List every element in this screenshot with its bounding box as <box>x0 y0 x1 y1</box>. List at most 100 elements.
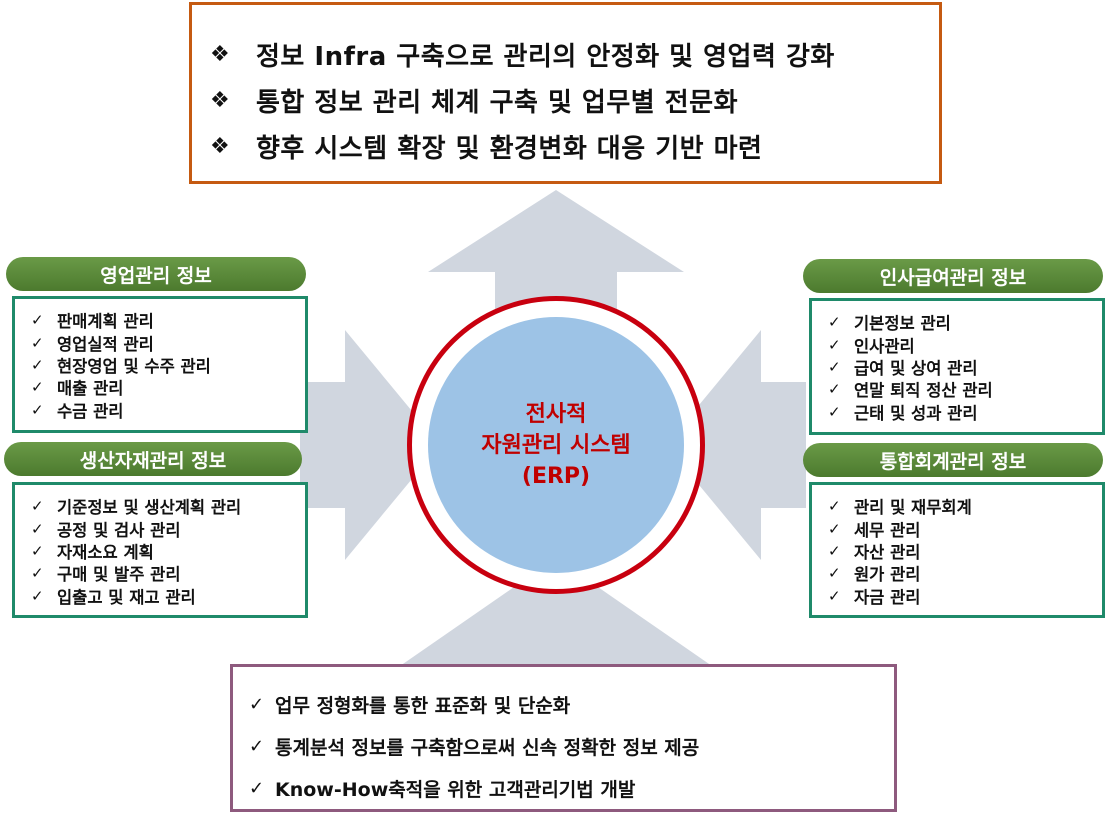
check-icon: ✓ <box>249 777 265 799</box>
item-text: 구매 및 발주 관리 <box>57 565 181 585</box>
item-text: 기준정보 및 생산계획 관리 <box>57 498 242 518</box>
hr-box: ✓기본정보 관리 ✓인사관리 ✓급여 및 상여 관리 ✓연말 퇴직 정산 관리 … <box>809 298 1105 435</box>
arrow-left-to-center <box>300 330 440 560</box>
item-text: 현장영업 및 수주 관리 <box>57 356 211 376</box>
check-icon: ✓ <box>31 333 44 352</box>
item-text: 관리 및 재무회계 <box>854 498 972 518</box>
list-item: ✓ 영업실적 관리 <box>31 331 305 354</box>
check-icon: ✓ <box>31 519 44 538</box>
check-icon: ✓ <box>31 311 44 330</box>
check-icon: ✓ <box>31 400 44 419</box>
benefit-text: 업무 정형화를 통한 표준화 및 단순화 <box>275 694 571 717</box>
diamond-bullet-icon: ❖ <box>210 133 231 159</box>
benefit-item: ✓ 업무 정형화를 통한 표준화 및 단순화 <box>249 683 894 725</box>
list-item: ✓ 판매계획 관리 <box>31 309 305 331</box>
erp-title-line1: 전사적 <box>525 401 587 427</box>
list-item: ✓ 인사관리 <box>828 333 1102 356</box>
goal-text: 통합 정보 관리 체계 구축 및 업무별 전문화 <box>256 87 739 118</box>
erp-circle: 전사적 자원관리 시스템 (ERP) <box>428 317 684 573</box>
item-text: 수금 관리 <box>57 401 124 421</box>
item-text: 자재소요 계획 <box>57 542 154 562</box>
hr-title: 인사급여관리 정보 <box>879 266 1027 289</box>
check-icon: ✓ <box>828 519 841 538</box>
check-icon: ✓ <box>249 735 265 757</box>
check-icon: ✓ <box>31 378 44 397</box>
goal-item: ❖ 정보 Infra 구축으로 관리의 안정화 및 영업력 강화 <box>210 31 939 77</box>
item-text: 영업실적 관리 <box>57 334 154 354</box>
check-icon: ✓ <box>828 497 841 516</box>
check-icon: ✓ <box>31 355 44 374</box>
erp-title-line2: 자원관리 시스템 <box>481 432 631 458</box>
list-item: ✓ 기준정보 및 생산계획 관리 <box>31 495 305 517</box>
sales-title: 영업관리 정보 <box>100 264 212 287</box>
item-text: 세무 관리 <box>854 520 921 540</box>
benefit-item: ✓ 통계분석 정보를 구축함으로써 신속 정확한 정보 제공 <box>249 725 894 767</box>
list-item: ✓ 매출 관리 <box>31 376 305 398</box>
benefit-item: ✓ Know-How축적을 위한 고객관리기법 개발 <box>249 767 894 809</box>
item-text: 자산 관리 <box>854 542 921 562</box>
item-text: 인사관리 <box>854 336 915 356</box>
check-icon: ✓ <box>249 693 265 715</box>
benefit-text: Know-How축적을 위한 고객관리기법 개발 <box>275 778 636 801</box>
benefits-box: ✓ 업무 정형화를 통한 표준화 및 단순화 ✓ 통계분석 정보를 구축함으로써… <box>230 664 897 812</box>
production-box: ✓ 기준정보 및 생산계획 관리 ✓ 공정 및 검사 관리 ✓ 자재소요 계획 ✓ 구매… <box>12 482 308 618</box>
goal-item: ❖ 통합 정보 관리 체계 구축 및 업무별 전문화 <box>210 77 939 123</box>
check-icon: ✓ <box>828 564 841 583</box>
arrow-right-to-center <box>666 330 806 560</box>
item-text: 공정 및 검사 관리 <box>57 520 181 540</box>
list-item: ✓ 연말 퇴직 정산 관리 <box>828 378 1102 400</box>
list-item: ✓ 입출고 및 재고 관리 <box>31 585 305 607</box>
list-item: ✓ 구매 및 발주 관리 <box>31 562 305 584</box>
check-icon: ✓ <box>828 586 841 605</box>
item-text: 연말 퇴직 정산 관리 <box>854 381 993 401</box>
goal-text: 향후 시스템 확장 및 환경변화 대응 기반 마련 <box>256 133 763 164</box>
check-icon: ✓ <box>828 541 841 560</box>
list-item: ✓ 현장영업 및 수주 관리 <box>31 354 305 376</box>
accounting-pill: 통합회계관리 정보 <box>803 443 1103 477</box>
list-item: ✓ 자금 관리 <box>828 585 1102 607</box>
item-text: 입출고 및 재고 관리 <box>57 587 196 607</box>
item-text: 급여 및 상여 관리 <box>854 358 978 378</box>
check-icon: ✓ <box>828 313 841 332</box>
list-item: ✓ 관리 및 재무회계 <box>828 495 1102 517</box>
list-item: ✓ 공정 및 검사 관리 <box>31 517 305 540</box>
list-item: ✓ 원가 관리 <box>828 562 1102 584</box>
sales-box: ✓ 판매계획 관리 ✓ 영업실적 관리 ✓ 현장영업 및 수주 관리 ✓ 매출 관리 ✓… <box>12 296 308 433</box>
diamond-bullet-icon: ❖ <box>210 87 231 113</box>
goal-item: ❖ 향후 시스템 확장 및 환경변화 대응 기반 마련 <box>210 123 939 169</box>
check-icon: ✓ <box>828 402 841 421</box>
item-text: 판매계획 관리 <box>57 312 154 332</box>
item-text: 기본정보 관리 <box>854 314 951 334</box>
item-text: 원가 관리 <box>854 565 921 585</box>
check-icon: ✓ <box>31 541 44 560</box>
check-icon: ✓ <box>828 335 841 354</box>
accounting-title: 통합회계관리 정보 <box>879 450 1027 473</box>
goal-box: ❖ 정보 Infra 구축으로 관리의 안정화 및 영업력 강화 ❖ 통합 정보… <box>189 2 942 184</box>
list-item: ✓ 급여 및 상여 관리 <box>828 356 1102 378</box>
diamond-bullet-icon: ❖ <box>210 41 231 67</box>
item-text: 근태 및 성과 관리 <box>854 403 978 423</box>
check-icon: ✓ <box>828 357 841 376</box>
list-item: ✓ 자산 관리 <box>828 540 1102 562</box>
list-item: ✓ 기본정보 관리 <box>828 311 1102 333</box>
check-icon: ✓ <box>31 564 44 583</box>
goal-text: 정보 Infra 구축으로 관리의 안정화 및 영업력 강화 <box>256 41 835 72</box>
sales-pill: 영업관리 정보 <box>6 257 306 291</box>
list-item: ✓ 근태 및 성과 관리 <box>828 401 1102 423</box>
arrow-down-to-center <box>400 558 712 666</box>
hr-pill: 인사급여관리 정보 <box>803 259 1103 293</box>
check-icon: ✓ <box>31 586 44 605</box>
benefit-text: 통계분석 정보를 구축함으로써 신속 정확한 정보 제공 <box>275 736 700 759</box>
check-icon: ✓ <box>31 497 44 516</box>
list-item: ✓ 수금 관리 <box>31 399 305 421</box>
check-icon: ✓ <box>828 380 841 399</box>
item-text: 자금 관리 <box>854 587 921 607</box>
arrow-up <box>428 190 684 400</box>
item-text: 매출 관리 <box>57 379 124 399</box>
list-item: ✓ 세무 관리 <box>828 517 1102 540</box>
production-title: 생산자재관리 정보 <box>79 449 227 472</box>
list-item: ✓ 자재소요 계획 <box>31 540 305 562</box>
production-pill: 생산자재관리 정보 <box>4 442 302 476</box>
accounting-box: ✓ 관리 및 재무회계 ✓ 세무 관리 ✓ 자산 관리 ✓ 원가 관리 ✓ 자금 관리 <box>809 482 1105 618</box>
